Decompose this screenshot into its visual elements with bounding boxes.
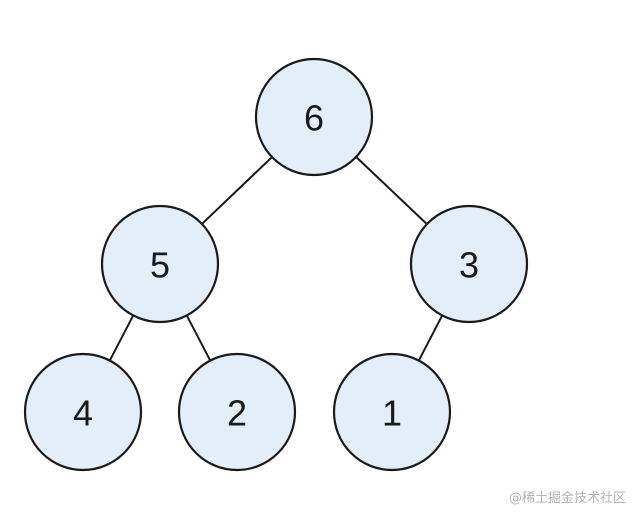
- node-label: 3: [459, 245, 479, 286]
- node-label: 5: [150, 245, 170, 286]
- node-circle: [100, 204, 220, 324]
- node-circle: [23, 352, 143, 472]
- tree-node-6: 6: [254, 57, 374, 177]
- tree-edges: [108, 156, 444, 362]
- tree-nodes: 6 5 3 4 2 1: [23, 57, 529, 472]
- tree-node-1: 1: [332, 352, 452, 472]
- edge-n5-n4: [108, 314, 135, 362]
- node-label: 1: [382, 393, 402, 434]
- watermark: @稀土掘金技术社区: [508, 491, 626, 506]
- tree-node-3: 3: [409, 204, 529, 324]
- node-circle: [332, 352, 452, 472]
- node-label: 6: [304, 98, 324, 139]
- tree-node-5: 5: [100, 204, 220, 324]
- edge-n3-n1: [417, 314, 444, 362]
- tree-node-4: 4: [23, 352, 143, 472]
- tree-node-2: 2: [177, 352, 297, 472]
- node-circle: [409, 204, 529, 324]
- node-circle: [177, 352, 297, 472]
- node-circle: [254, 57, 374, 177]
- edge-n6-n5: [201, 156, 273, 225]
- edge-n6-n3: [355, 156, 428, 225]
- node-label: 4: [73, 393, 93, 434]
- node-label: 2: [227, 393, 247, 434]
- edge-n5-n2: [185, 314, 212, 362]
